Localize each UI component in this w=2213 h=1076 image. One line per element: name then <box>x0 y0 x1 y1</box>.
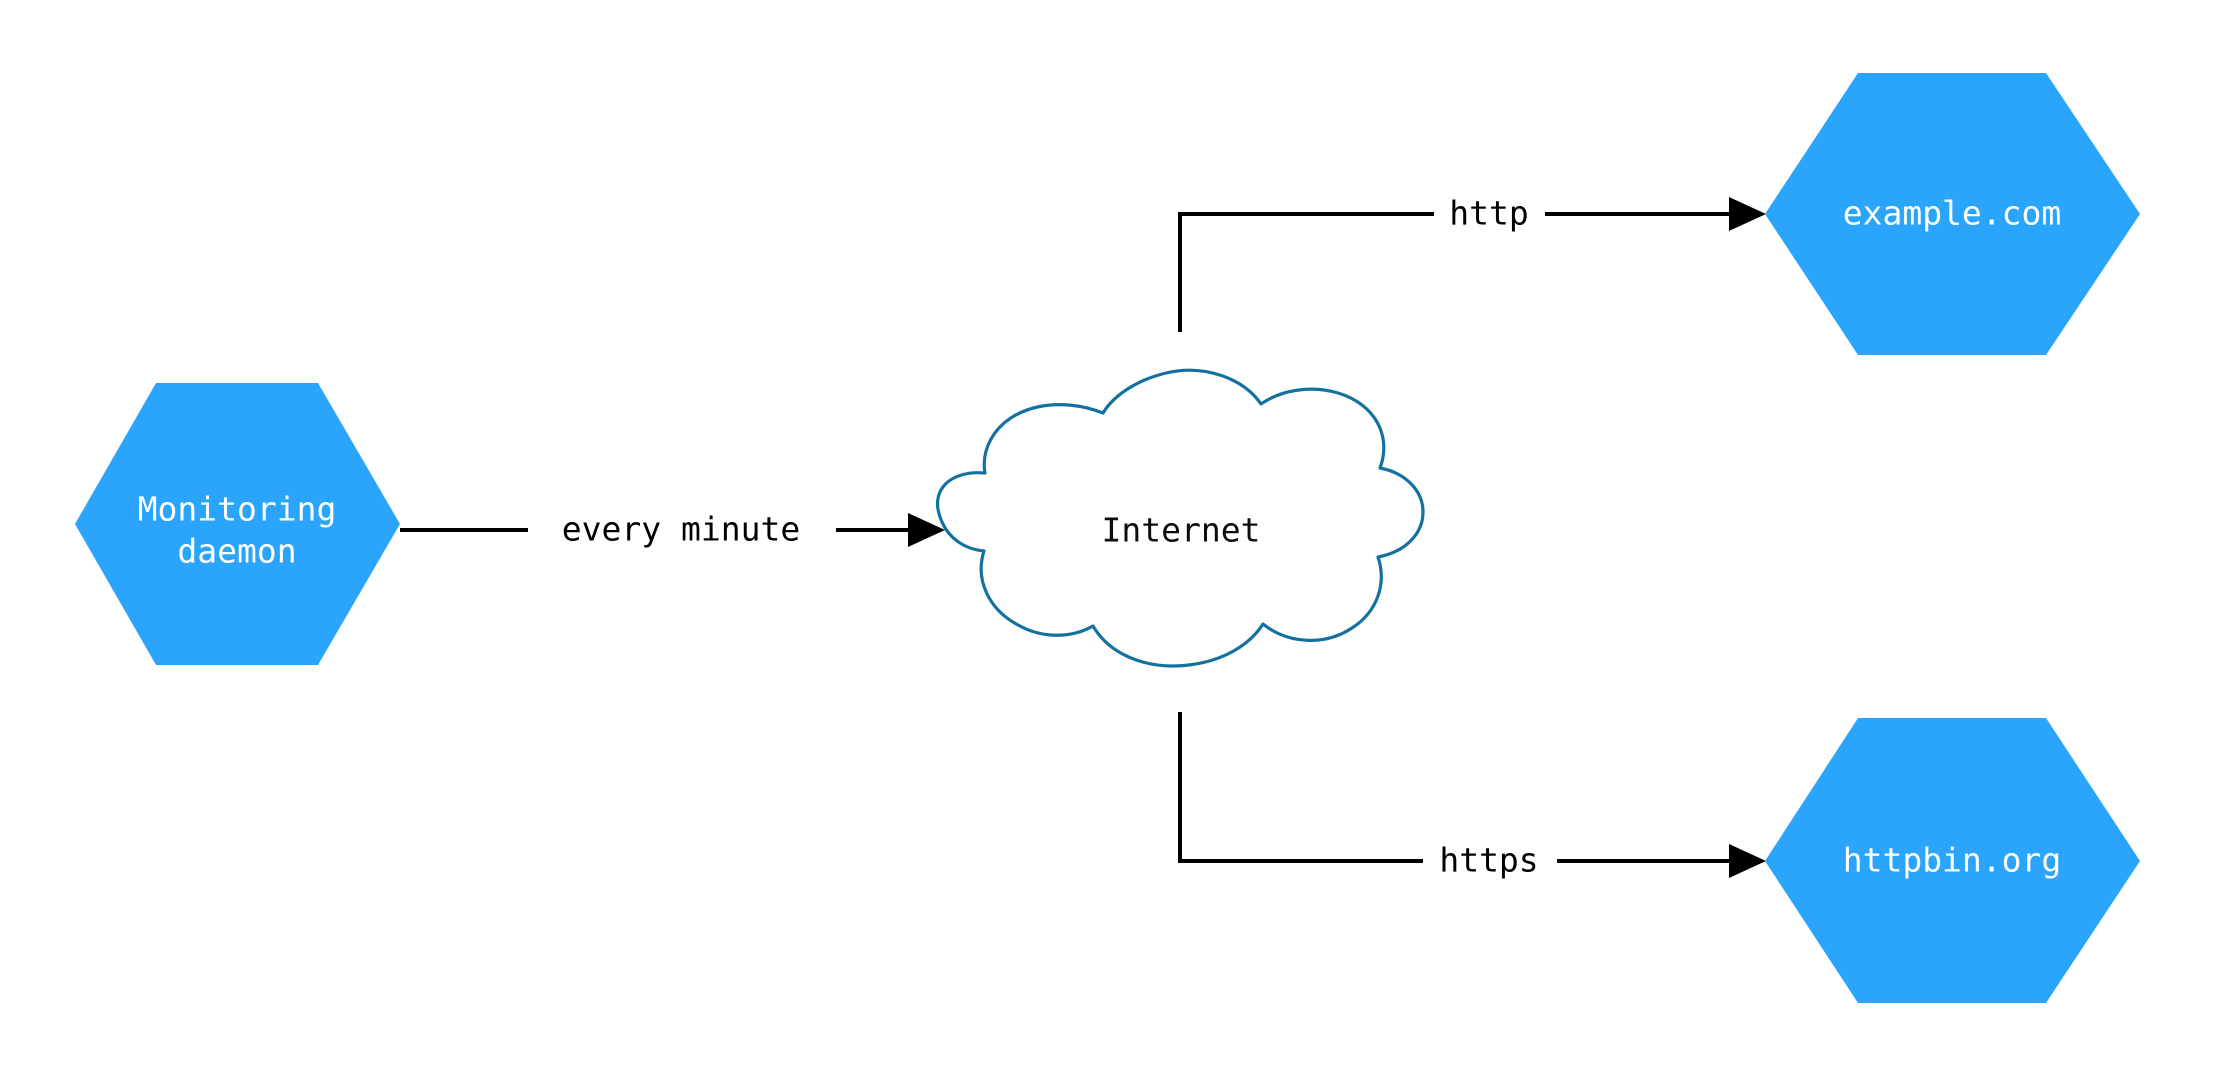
hexagon-shape <box>1765 718 2140 1003</box>
edge-label-https: https <box>1439 841 1538 880</box>
node-label-line-1: Monitoring <box>138 490 337 529</box>
edge-internet-to-example: http <box>1178 194 1766 332</box>
edge-line-segment <box>1178 712 1423 863</box>
node-label-line-2: daemon <box>177 532 296 571</box>
hexagon-shape <box>1765 73 2140 355</box>
edge-internet-to-httpbin: https <box>1178 712 1766 880</box>
edge-label-http: http <box>1449 194 1528 233</box>
edge-daemon-to-internet: every minute <box>400 510 945 549</box>
hexagon-shape <box>75 383 400 665</box>
node-label-example-com: example.com <box>1843 194 2062 233</box>
arrow-head-icon <box>908 513 945 547</box>
cloud-shape <box>935 368 1425 668</box>
node-monitoring-daemon[interactable]: Monitoring daemon <box>75 383 400 665</box>
node-example-com[interactable]: example.com <box>1765 73 2140 355</box>
node-internet[interactable]: Internet <box>935 368 1425 668</box>
arrow-head-icon <box>1729 844 1766 878</box>
edge-line-segment <box>1178 212 1434 332</box>
node-httpbin-org[interactable]: httpbin.org <box>1765 718 2140 1003</box>
node-label-httpbin-org: httpbin.org <box>1843 841 2062 880</box>
arrow-head-icon <box>1729 197 1766 231</box>
node-label-internet: Internet <box>1102 511 1261 550</box>
edge-label-every-minute: every minute <box>562 510 800 549</box>
